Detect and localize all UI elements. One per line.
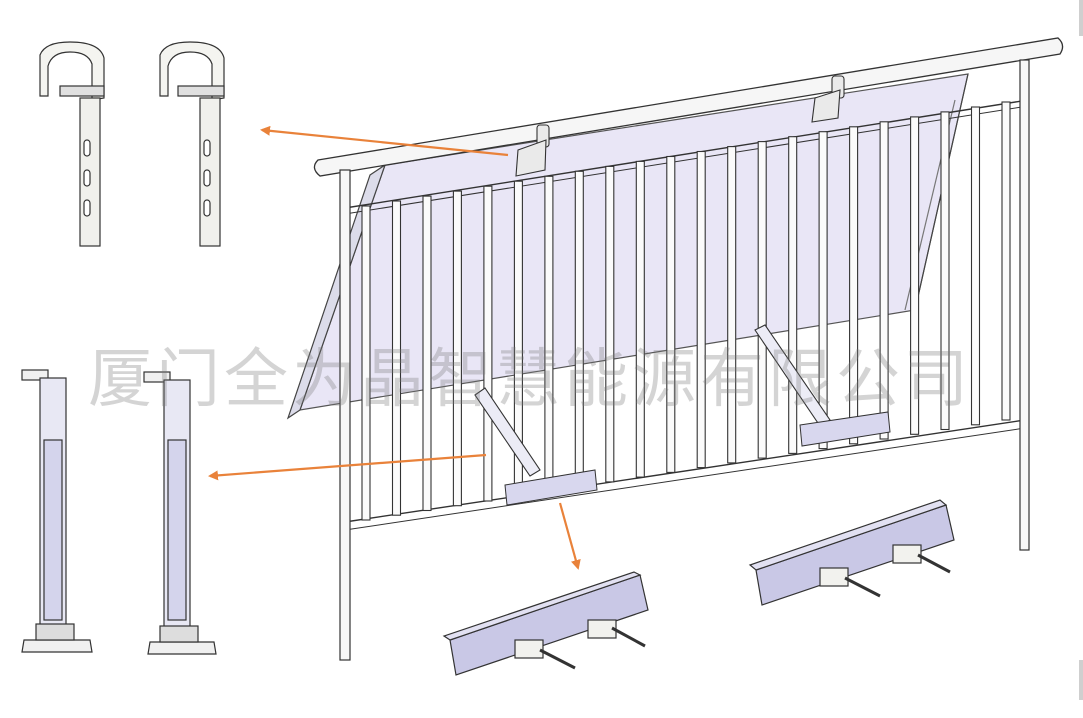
baluster bbox=[666, 155, 676, 473]
baluster bbox=[818, 131, 828, 450]
balusters bbox=[361, 101, 1011, 521]
baluster bbox=[696, 150, 706, 469]
baluster bbox=[879, 121, 889, 440]
baluster bbox=[605, 165, 615, 483]
arrow-to-leg bbox=[208, 453, 487, 481]
bottom-clamp-rails bbox=[504, 411, 891, 506]
baluster bbox=[788, 136, 798, 454]
rear-supports bbox=[474, 324, 831, 477]
baluster bbox=[970, 106, 981, 426]
balcony-railing bbox=[286, 37, 1064, 661]
baluster bbox=[849, 126, 859, 445]
support-leg-left bbox=[21, 369, 93, 653]
baluster bbox=[483, 185, 493, 502]
arrow-to-clamp bbox=[558, 502, 581, 570]
baluster bbox=[361, 205, 371, 521]
baluster bbox=[635, 160, 645, 478]
arrow-to-hook bbox=[260, 125, 509, 157]
baluster bbox=[757, 141, 767, 459]
solar-panel-frame bbox=[286, 163, 387, 420]
baluster bbox=[940, 111, 950, 431]
pointer-arrows bbox=[208, 125, 581, 570]
baluster bbox=[422, 195, 432, 512]
clamp-rail-back bbox=[748, 499, 955, 606]
baluster bbox=[544, 175, 554, 492]
baluster bbox=[910, 116, 920, 435]
handrail-clamps bbox=[515, 75, 845, 177]
baluster bbox=[574, 170, 584, 488]
baluster bbox=[727, 146, 737, 464]
edge-mark-bottom bbox=[1079, 660, 1083, 700]
baluster bbox=[391, 200, 402, 516]
support-leg-right bbox=[143, 371, 217, 655]
baluster bbox=[1001, 101, 1011, 421]
baluster bbox=[452, 190, 462, 507]
hook-bracket-right bbox=[159, 41, 225, 247]
clamp-rail-front bbox=[442, 571, 649, 676]
edge-mark-top bbox=[1079, 0, 1083, 36]
hook-bracket-left bbox=[39, 41, 105, 247]
handrail-tube bbox=[313, 37, 1064, 177]
